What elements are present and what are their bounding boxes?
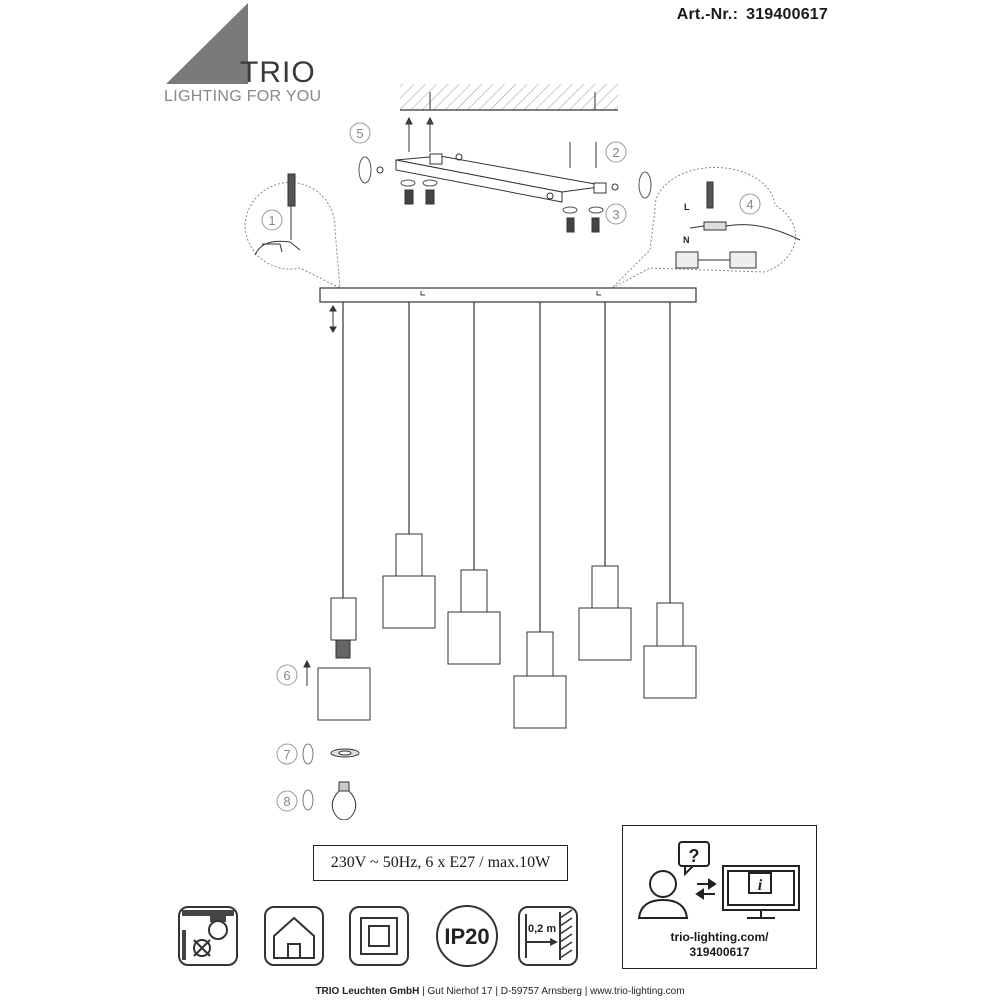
light-bulb-icon <box>302 781 357 820</box>
ceiling-mount-symbol <box>178 906 238 966</box>
pendant-1-shade <box>317 667 371 721</box>
step-7-label: 7 <box>283 747 290 762</box>
mounting-bracket <box>395 153 607 203</box>
pendant-cables <box>342 302 671 632</box>
step-6-marker <box>276 664 298 686</box>
monitor-icon <box>722 865 800 919</box>
footer-website[interactable]: www.trio-lighting.com <box>590 986 685 997</box>
step-1-marker <box>261 209 283 231</box>
article-number: Art.-Nr.: 319400617 <box>677 6 828 24</box>
shade-ring-icon <box>302 743 360 765</box>
step-5-marker <box>349 122 371 144</box>
step-3-label: 3 <box>612 207 619 222</box>
help-url[interactable]: trio-lighting.com/ 319400617 <box>623 930 816 960</box>
pendant-3-holder <box>460 569 488 613</box>
step-1-label: 1 <box>268 213 275 228</box>
screws <box>376 116 619 233</box>
step-4-label: 4 <box>746 197 753 212</box>
indoor-use-symbol <box>264 906 324 966</box>
pendant-2-shade <box>382 575 436 629</box>
step-6-label: 6 <box>283 668 290 683</box>
step-markers <box>261 122 761 812</box>
pendant-1-socket <box>335 639 351 659</box>
class-ii-insulation-icon <box>360 917 398 955</box>
trio-logo-triangle-icon <box>166 3 248 84</box>
height-adjust-arrow <box>329 305 337 333</box>
pendant-1-holder <box>330 597 357 641</box>
logo-brand: TRIO <box>240 56 316 89</box>
pendant-5-holder <box>591 565 619 609</box>
ip-rating-label: IP20 <box>444 924 489 949</box>
rotate-arrows <box>358 156 652 214</box>
pendant-6-shade <box>643 645 697 699</box>
article-value: 319400617 <box>746 6 828 23</box>
wire-live-label: L <box>684 202 690 212</box>
pendant-5-shade <box>578 607 632 661</box>
help-url-line2[interactable]: 319400617 <box>689 945 750 959</box>
pendant-2-holder <box>395 533 423 577</box>
assembly-drawing: 1 2 3 4 5 6 7 8 L N <box>244 84 801 820</box>
pendant-4-shade <box>513 675 567 729</box>
distance-label: 0,2 m <box>528 923 556 935</box>
pendant-shades <box>317 533 697 729</box>
detail-bubble-right <box>611 166 797 289</box>
shade-up-arrow <box>303 659 311 686</box>
detail-bubble-left <box>244 182 341 289</box>
footer-address: Gut Nierhof 17 <box>427 986 493 997</box>
step-5-label: 5 <box>356 126 363 141</box>
step-7-marker <box>276 743 298 765</box>
footer-company: TRIO Leuchten GmbH <box>315 986 420 997</box>
step-2-label: 2 <box>612 145 619 160</box>
pendant-4-holder <box>526 631 554 677</box>
wire-neutral-label: N <box>683 235 690 245</box>
min-distance-icon: 0,2 m <box>525 909 573 960</box>
question-mark: ? <box>689 846 700 866</box>
step-3-marker <box>605 203 627 225</box>
min-distance-symbol: 0,2 m <box>518 906 578 966</box>
step-4-marker <box>739 193 761 215</box>
help-url-line1[interactable]: trio-lighting.com/ <box>670 930 769 944</box>
class-ii-symbol <box>349 906 409 966</box>
article-label: Art.-Nr.: <box>676 6 739 23</box>
online-help-box: ? i trio-lighting.com/ 319400617 <box>622 825 817 969</box>
pendant-6-holder <box>656 602 684 647</box>
footer-city: D-59757 Arnsberg <box>500 986 582 997</box>
logo-tagline: LIGHTING FOR YOU <box>164 88 322 105</box>
step-8-marker <box>276 790 298 812</box>
electrical-spec: 230V ~ 50Hz, 6 x E27 / max.10W <box>313 845 568 881</box>
canopy-bar <box>319 287 697 303</box>
person-icon <box>637 870 689 919</box>
step-2-marker <box>605 141 627 163</box>
exchange-arrows-icon <box>695 878 717 900</box>
indoor-house-icon <box>273 916 315 959</box>
pendant-3-shade <box>447 611 501 665</box>
help-illustration: ? i <box>637 841 800 919</box>
footer: TRIO Leuchten GmbH | Gut Nierhof 17 | D-… <box>315 986 685 997</box>
ceiling-mount-icon <box>182 910 234 960</box>
ip20-icon: IP20 <box>436 905 498 967</box>
step-8-label: 8 <box>283 794 290 809</box>
info-mark: i <box>758 877 763 894</box>
ceiling-hatch <box>400 84 618 111</box>
